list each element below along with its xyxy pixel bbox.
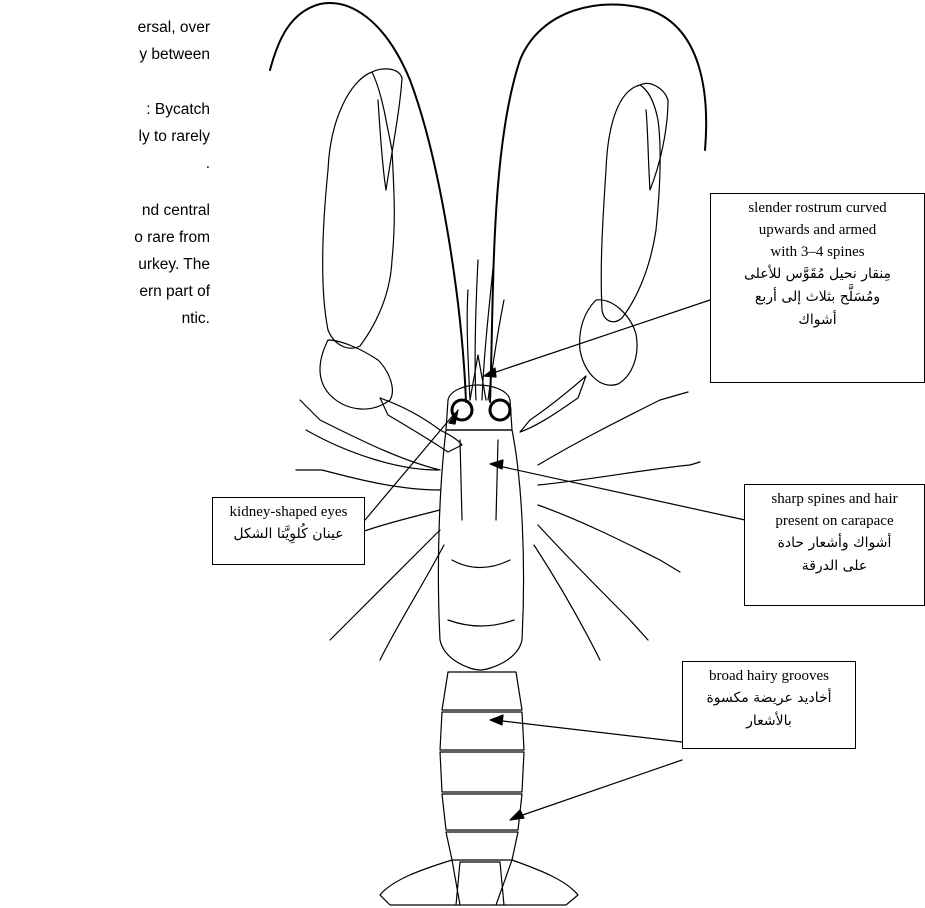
abdomen-segment-3 xyxy=(440,752,524,792)
right-walking-legs xyxy=(534,392,700,660)
antennules xyxy=(467,258,504,400)
label-carapace-ar-1: أشواك وأشعار حادة xyxy=(749,532,920,555)
label-carapace: sharp spines and hair present on carapac… xyxy=(744,484,925,606)
label-rostrum-ar-1: مِنقار نحيل مُقَوَّس للأعلى xyxy=(715,263,920,286)
label-rostrum-ar-3: أشواك xyxy=(715,309,920,332)
abdomen-segment-5 xyxy=(446,832,518,860)
label-rostrum-en-2: upwards and armed xyxy=(715,219,920,241)
label-carapace-en-2: present on carapace xyxy=(749,510,920,532)
label-grooves: broad hairy grooves أخاديد عريضة مكسوة ب… xyxy=(682,661,856,749)
label-grooves-ar-2: بالأشعار xyxy=(687,710,851,733)
grooves-pointer-line-2 xyxy=(514,760,682,818)
left-merus xyxy=(380,398,462,452)
label-carapace-en-1: sharp spines and hair xyxy=(749,488,920,510)
label-eyes-en: kidney-shaped eyes xyxy=(217,501,360,523)
tail-fan xyxy=(380,860,578,905)
abdomen-segment-2 xyxy=(440,712,524,750)
carapace-grooves xyxy=(448,440,514,626)
carapace xyxy=(438,430,523,670)
label-rostrum-en-3: with 3–4 spines xyxy=(715,241,920,263)
abdomen-segment-1 xyxy=(442,672,522,710)
right-merus xyxy=(520,376,586,432)
left-claw-finger xyxy=(372,69,402,190)
label-grooves-en: broad hairy grooves xyxy=(687,665,851,687)
left-claw xyxy=(323,72,395,348)
rostrum-pointer-line xyxy=(487,300,710,375)
carapace-arrowhead xyxy=(490,460,503,469)
grooves-arrowhead-2 xyxy=(510,810,524,820)
label-rostrum-ar-2: ومُسَلَّح بثلاث إلى أربع xyxy=(715,286,920,309)
label-rostrum-en-1: slender rostrum curved xyxy=(715,197,920,219)
label-eyes-ar: عينان كُلوِيَّتا الشكل xyxy=(217,523,360,546)
label-grooves-ar-1: أخاديد عريضة مكسوة xyxy=(687,687,851,710)
abdomen-segment-4 xyxy=(442,794,522,830)
right-claw-finger xyxy=(640,83,668,190)
grooves-pointer-line-1 xyxy=(494,720,682,742)
eyes-pointer-line xyxy=(365,413,455,520)
carapace-pointer-line xyxy=(494,465,745,520)
right-carpus xyxy=(580,300,637,385)
label-rostrum: slender rostrum curved upwards and armed… xyxy=(710,193,925,383)
label-carapace-ar-2: على الدرقة xyxy=(749,555,920,578)
right-claw xyxy=(601,85,660,322)
label-eyes: kidney-shaped eyes عينان كُلوِيَّتا الشك… xyxy=(212,497,365,565)
right-antenna xyxy=(490,4,706,402)
right-eye xyxy=(490,400,510,420)
head xyxy=(446,385,512,430)
grooves-arrowhead-1 xyxy=(490,715,503,725)
left-antenna xyxy=(270,3,466,402)
